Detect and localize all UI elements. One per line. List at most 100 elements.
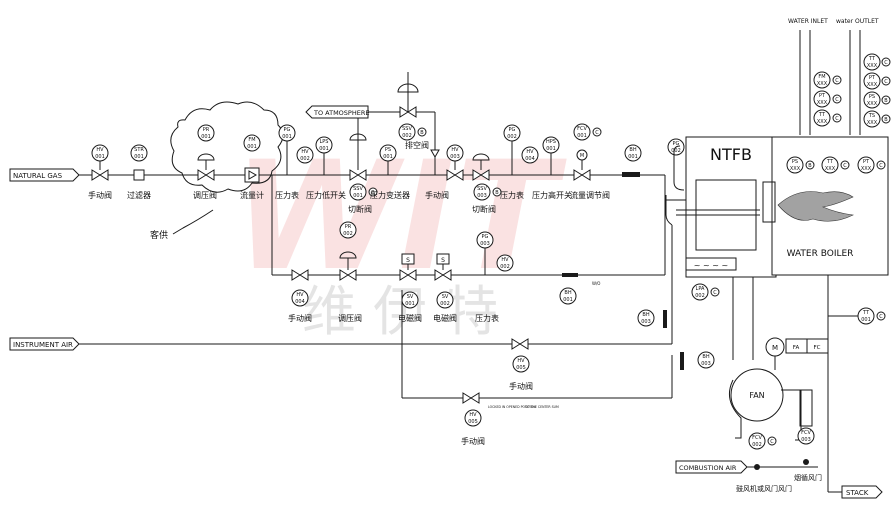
svg-text:LPA: LPA	[696, 286, 705, 292]
hv-001-bubble: HV 001	[91, 144, 109, 170]
bh-003-bubble: BH 003	[697, 351, 715, 369]
tt-001-bubble: TT 001	[857, 307, 875, 325]
ssv-001-badge	[368, 187, 378, 197]
svg-text:001: 001	[247, 144, 257, 150]
svg-text:003: 003	[701, 361, 711, 367]
label-hv005: 手动阀	[509, 381, 533, 391]
label-ssv003: 切断阀	[472, 204, 496, 214]
flame	[777, 191, 855, 222]
svg-text:PR: PR	[345, 224, 352, 230]
svg-text:PG: PG	[482, 234, 489, 240]
svg-text:XXX: XXX	[817, 119, 828, 125]
svg-text:B: B	[884, 117, 888, 123]
svg-text:FCV: FCV	[577, 126, 587, 132]
damper-2[interactable]	[803, 459, 809, 465]
label-pg001: 压力表	[275, 190, 299, 200]
svg-text:001: 001	[405, 301, 415, 307]
svg-text:002: 002	[500, 264, 510, 270]
label-hv-mid: 手动阀	[288, 313, 312, 323]
hv-mid-valve[interactable]	[291, 269, 309, 281]
lps-001-bubble: LPS 001	[315, 136, 333, 175]
hv-005b-bubble: HV 005	[464, 409, 482, 427]
svg-text:FC: FC	[813, 345, 820, 351]
svg-text:HV: HV	[517, 358, 525, 364]
svg-text:002: 002	[507, 134, 517, 140]
ntfb-label: NTFB	[710, 145, 752, 164]
svg-text:C: C	[595, 130, 599, 136]
pt-boiler-bubble: PT XXX	[857, 156, 875, 174]
str-001-strainer[interactable]	[133, 169, 145, 181]
fm-water-bubble: FM XXX	[813, 71, 831, 89]
svg-text:PT: PT	[819, 93, 826, 99]
label-damper: 鼓风机或风门风门	[736, 484, 792, 493]
svg-text:XXX: XXX	[817, 81, 828, 87]
fcv-001-valve[interactable]	[573, 169, 591, 181]
ps-boiler-bubble: PS XXX	[786, 156, 804, 174]
bh-mid-bubble: BH 001	[559, 287, 577, 305]
pr-001-valve[interactable]	[197, 169, 215, 181]
sv-002-valve[interactable]	[434, 269, 452, 281]
svg-text:SV: SV	[442, 294, 449, 300]
svg-text:001: 001	[628, 154, 638, 160]
svg-text:HV: HV	[526, 149, 534, 155]
vent-valve[interactable]	[399, 106, 417, 118]
svg-text:C: C	[770, 439, 774, 445]
ssv-003-valve[interactable]	[472, 169, 490, 181]
fcv-001-bubble: FCV 001	[573, 123, 591, 141]
svg-text:001: 001	[201, 134, 211, 140]
tt-water-bubble: TT XXX	[813, 109, 831, 127]
hv-001-valve[interactable]	[91, 169, 109, 181]
label-sv002: 电磁阀	[433, 313, 457, 323]
pg-001-bubble: PG 001	[278, 124, 296, 175]
hv-005b-valve[interactable]	[462, 392, 480, 404]
svg-text:BH: BH	[629, 147, 636, 153]
svg-text:003: 003	[450, 154, 460, 160]
label-hv003: 手动阀	[425, 190, 449, 200]
bh-002-bubble: BH 003	[637, 309, 655, 327]
natural-gas-tag	[9, 168, 80, 182]
svg-text:C: C	[879, 163, 883, 169]
svg-text:PS: PS	[792, 159, 798, 165]
bh-002-flange	[663, 310, 667, 328]
svg-text:BH: BH	[642, 312, 649, 318]
svg-text:XXX: XXX	[867, 82, 878, 88]
svg-text:C: C	[884, 60, 888, 66]
svg-text:HV: HV	[296, 292, 304, 298]
ssv-002-bubble: SSV 002	[398, 123, 416, 141]
label-ssv001: 切断阀	[348, 204, 372, 214]
sv-001-valve[interactable]	[399, 269, 417, 281]
svg-text:SSV: SSV	[353, 186, 363, 192]
svg-text:002: 002	[300, 156, 310, 162]
svg-text:TT: TT	[862, 310, 870, 316]
instrument-air-tag	[9, 337, 80, 351]
hv-005-valve[interactable]	[511, 338, 529, 350]
hv-003-bubble: HV 003	[446, 144, 464, 170]
label-pr002: 调压阀	[338, 314, 362, 323]
svg-text:PS: PS	[869, 94, 875, 100]
sv-001-bubble: SV 001	[401, 291, 419, 309]
svg-text:C: C	[879, 314, 883, 320]
svg-text:001: 001	[95, 154, 105, 160]
fan	[730, 368, 784, 422]
svg-text:~ ~ ~ ~: ~ ~ ~ ~	[694, 261, 728, 270]
svg-text:LPS: LPS	[320, 139, 329, 145]
customer-supply-note: 客供	[150, 229, 168, 241]
svg-text:HV: HV	[301, 149, 309, 155]
ssv-003-bubble: SSV 003	[473, 183, 491, 201]
locked-open-note: LOCKED IN OPENED POSITION	[488, 405, 536, 409]
ssv-001-valve[interactable]	[349, 169, 367, 181]
svg-text:PS: PS	[385, 147, 391, 153]
svg-text:003: 003	[801, 437, 811, 443]
hv-003-valve[interactable]	[446, 169, 464, 181]
ps-001-bubble: PS 001	[379, 144, 397, 175]
svg-text:005: 005	[468, 419, 478, 425]
pr-002-valve[interactable]	[339, 269, 357, 281]
damper-1[interactable]	[754, 464, 760, 470]
svg-text:XXX: XXX	[867, 120, 878, 126]
svg-text:C: C	[835, 116, 839, 122]
vent-small-valve[interactable]	[430, 149, 440, 159]
svg-text:004: 004	[525, 156, 535, 162]
str-001-bubble: STR 001	[130, 144, 148, 162]
svg-text:001: 001	[282, 134, 292, 140]
to-atmosphere-tag	[305, 105, 369, 119]
